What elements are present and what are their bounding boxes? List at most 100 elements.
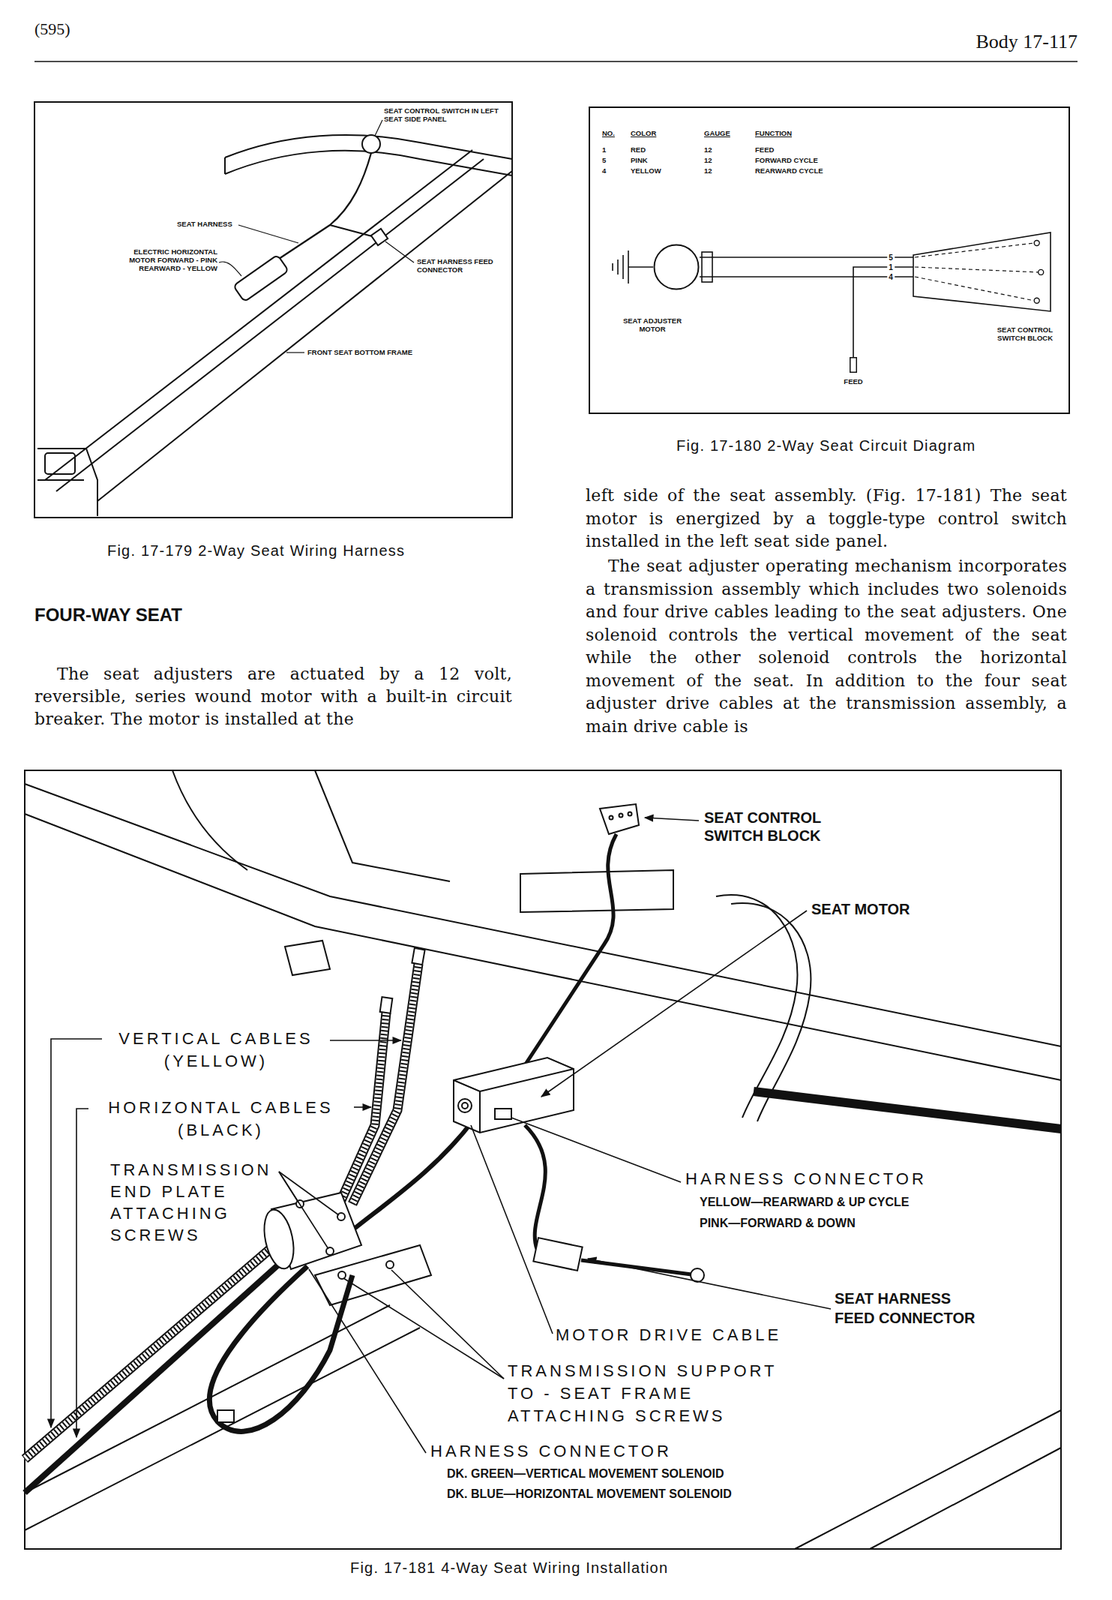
wire-note: DK. GREEN—VERTICAL MOVEMENT SOLENOID <box>446 1465 725 1481</box>
leader-line <box>343 1277 504 1379</box>
switch-block <box>599 803 639 834</box>
switch-contact-line <box>914 266 1038 273</box>
seat-frame <box>284 940 330 975</box>
callout-label: HARNESS CONNECTOR <box>685 1168 927 1189</box>
switch-cable <box>524 833 617 1065</box>
wire <box>699 256 914 258</box>
transmission <box>337 1212 345 1220</box>
part-label: FRONT SEAT BOTTOM FRAME <box>307 347 413 357</box>
transmission <box>259 1206 299 1271</box>
ground-symbol <box>617 259 619 275</box>
vertical-cable <box>24 1240 279 1459</box>
seat-harness <box>329 224 375 237</box>
switch-block <box>609 815 614 820</box>
wire-number: 1 <box>887 263 895 272</box>
seat-frame <box>24 770 1062 1549</box>
leader-line <box>218 119 414 353</box>
seat-frame <box>24 813 1062 1080</box>
seat-frame <box>37 448 98 516</box>
transmission <box>338 1270 346 1279</box>
seat-frame <box>24 783 1062 1047</box>
callout-label: SEAT MOTOR <box>811 899 910 918</box>
leader-line <box>541 910 807 1097</box>
node-label: SEAT ADJUSTER MOTOR <box>614 316 690 333</box>
figure-caption: Fig. 17-180 2-Way Seat Circuit Diagram <box>676 436 976 455</box>
feed-connector <box>533 1237 582 1271</box>
table-cell: YELLOW <box>630 166 662 175</box>
figure-caption: Fig. 17-181 4-Way Seat Wiring Installati… <box>350 1558 669 1577</box>
leader-line <box>76 1108 89 1437</box>
horizontal-cable <box>24 1259 353 1493</box>
table-cell: FORWARD CYCLE <box>755 155 819 165</box>
seat-frame <box>37 134 513 516</box>
figure-frame <box>24 770 1062 1549</box>
page-header: Body 17-117 <box>890 29 1078 54</box>
callout-label: MOTOR DRIVE CABLE <box>555 1324 782 1345</box>
switch-block <box>599 803 639 834</box>
feed-terminal: FEED <box>849 356 858 373</box>
body-paragraph: left side of the seat assembly. (Fig. 17… <box>585 484 1068 554</box>
figure-frame <box>34 101 513 518</box>
cable-clip <box>217 1409 234 1422</box>
header-rule <box>34 60 1078 63</box>
page-number: (595) <box>34 19 71 39</box>
cable-fitting <box>411 947 425 965</box>
leader-line <box>238 224 299 243</box>
leader-line <box>50 817 831 1453</box>
terminal-outline <box>850 357 858 373</box>
wire-note: DK. BLUE—HORIZONTAL MOVEMENT SOLENOID <box>446 1486 732 1501</box>
table-header: FUNCTION <box>755 128 792 138</box>
table-cell: 12 <box>704 155 713 165</box>
table-cell: FEED <box>755 145 774 154</box>
switch-contact <box>1034 297 1040 303</box>
seat-motor <box>494 1108 512 1119</box>
callout-label: TRANSMISSION SUPPORT TO - SEAT FRAME ATT… <box>507 1359 793 1427</box>
node-label: SEAT CONTROL SWITCH BLOCK <box>985 325 1053 342</box>
vertical-cable <box>24 963 419 1459</box>
table-cell: 5 <box>602 155 606 165</box>
part-label: ELECTRIC HORIZONTAL MOTOR FORWARD - PINK… <box>112 247 218 273</box>
installation-figure <box>24 770 1062 1549</box>
feed-terminal-outline <box>849 356 858 373</box>
seat-frame <box>314 770 450 882</box>
wire-number: 5 <box>887 253 895 262</box>
leader-line <box>644 817 699 821</box>
seat-frame <box>224 134 513 159</box>
table-cell: RED <box>630 145 646 154</box>
leader-line <box>374 119 383 136</box>
leader-line <box>218 261 242 276</box>
leader-line <box>511 1117 681 1182</box>
table-cell: 4 <box>602 166 606 175</box>
table-cell: 1 <box>602 145 606 154</box>
ground-symbol <box>628 266 654 268</box>
leader-line <box>278 1171 339 1215</box>
table-header: COLOR <box>630 128 657 138</box>
table-header: NO. <box>602 128 615 138</box>
wire-number: 4 <box>887 272 895 281</box>
leader-line <box>329 1039 402 1041</box>
switch-contact <box>1038 269 1044 275</box>
switch-block: SEAT CONTROL SWITCH BLOCK <box>913 232 1051 314</box>
section-heading: FOUR-WAY SEAT <box>34 604 183 627</box>
callout-label: TRANSMISSION END PLATE ATTACHING SCREWS <box>110 1158 291 1246</box>
seat-frame <box>520 869 674 912</box>
seat-motor <box>453 1057 574 1133</box>
wire-note: PINK—FORWARD & DOWN <box>699 1215 856 1230</box>
seat-frame <box>716 894 798 1118</box>
cable-fitting <box>380 947 426 1014</box>
switch-contact <box>1034 240 1040 246</box>
vertical-cable <box>352 963 419 1204</box>
switch-contact-line <box>914 276 1035 301</box>
seat-frame <box>56 158 484 492</box>
switch-contact-line <box>914 242 1035 258</box>
cable-fitting <box>380 996 393 1014</box>
seat-frame <box>44 452 75 474</box>
seat-harness <box>278 152 375 259</box>
wire <box>853 266 914 357</box>
table-cell: PINK <box>630 155 648 165</box>
seat-frame <box>44 149 473 480</box>
horizontal-cable <box>24 1259 284 1493</box>
